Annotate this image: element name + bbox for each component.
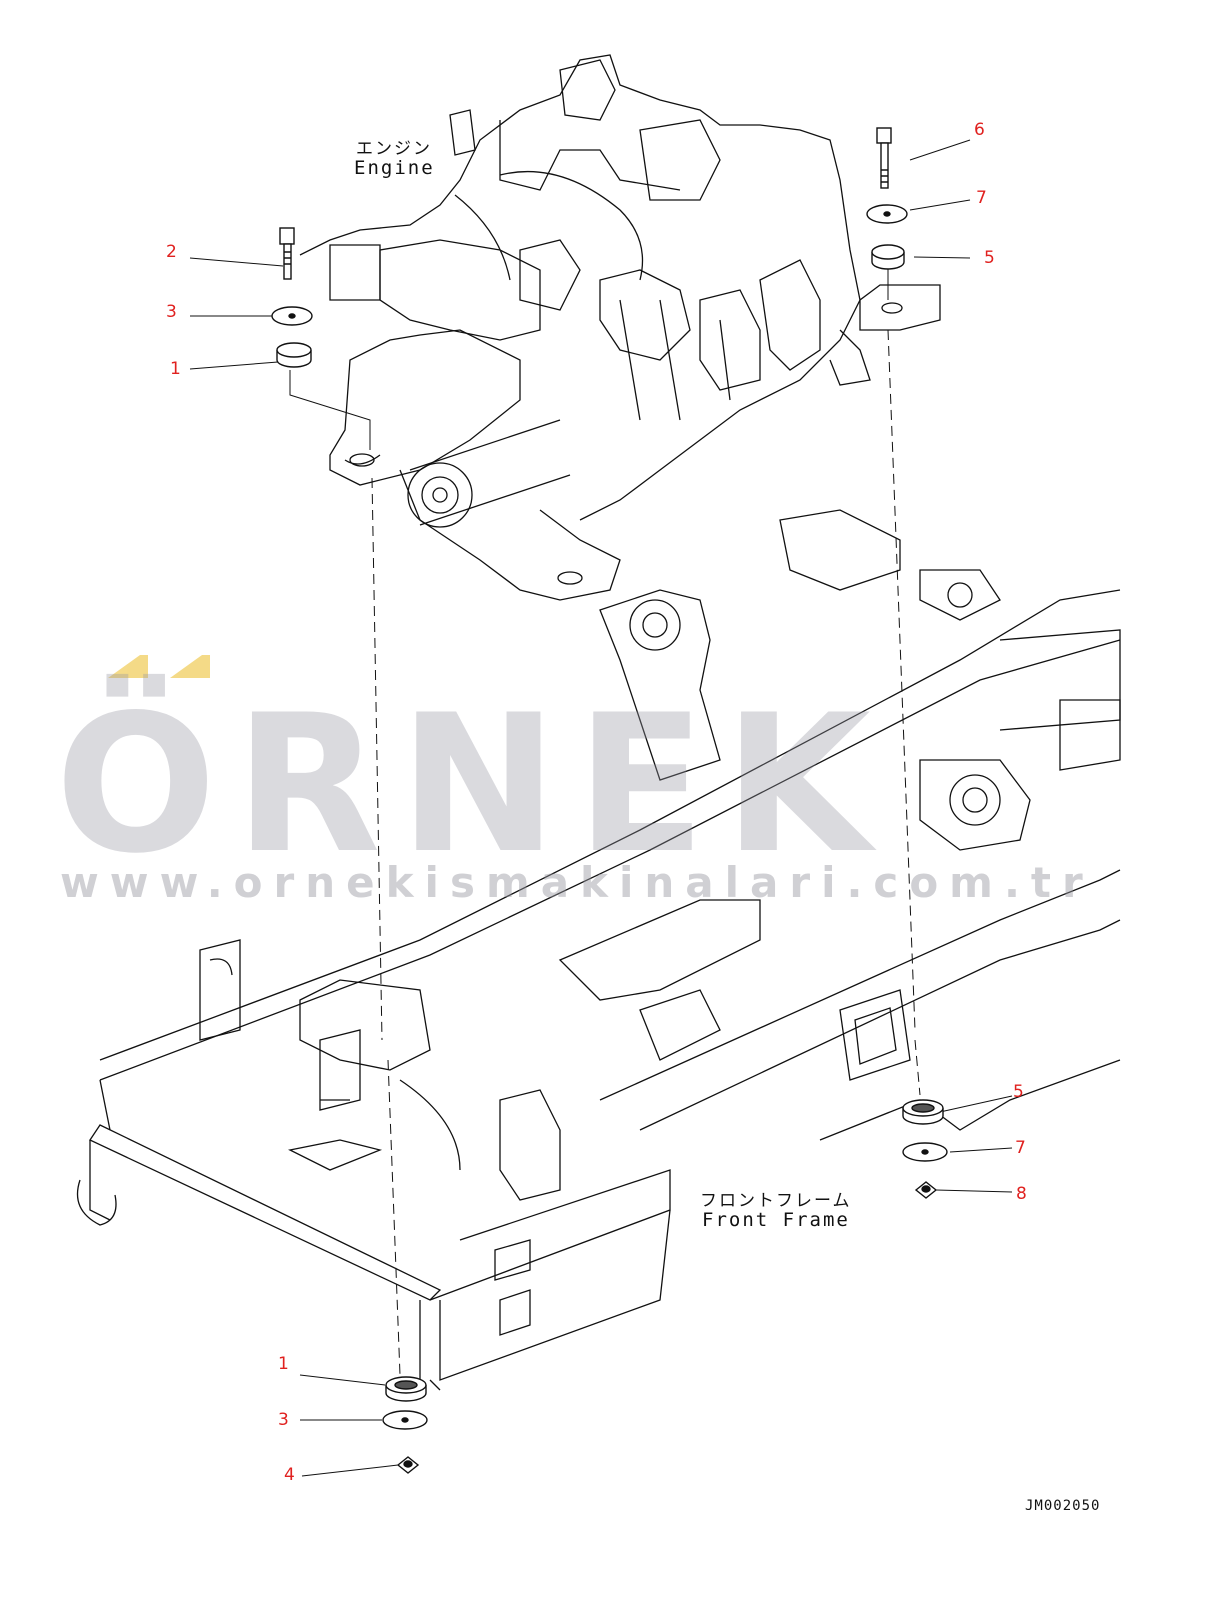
callout-5-top: 5 — [984, 248, 995, 268]
washer-7-bottom — [902, 1142, 948, 1162]
engine-label-jp: エンジン — [356, 139, 432, 159]
callout-5-bottom: 5 — [1013, 1082, 1024, 1102]
callout-1-bottom: 1 — [278, 1354, 289, 1374]
front-frame-drawing — [76, 509, 1121, 1391]
washer-3-top — [271, 306, 313, 326]
washer-7-top — [866, 204, 908, 224]
callout-3-top: 3 — [166, 302, 177, 322]
cushion-1-top — [276, 342, 312, 368]
callout-4: 4 — [284, 1465, 295, 1485]
engine-drawing — [299, 54, 941, 601]
nut-4 — [396, 1456, 420, 1474]
callout-1-top: 1 — [170, 359, 181, 379]
cushion-1-bottom — [385, 1376, 427, 1402]
nut-8 — [914, 1181, 938, 1199]
callout-2: 2 — [166, 242, 177, 262]
callout-6: 6 — [974, 120, 985, 140]
callout-8: 8 — [1016, 1184, 1027, 1204]
drawing-number: JM002050 — [1025, 1498, 1101, 1514]
bolt-6 — [876, 127, 892, 189]
frame-label-en: Front Frame — [702, 1209, 850, 1231]
frame-label-jp: フロントフレーム — [700, 1191, 852, 1211]
washer-3-bottom — [382, 1410, 428, 1430]
watermark-brand: ÖRNEK — [55, 674, 889, 895]
engine-label-en: Engine — [354, 157, 435, 179]
callout-7-top: 7 — [976, 188, 987, 208]
callout-3-bottom: 3 — [278, 1410, 289, 1430]
cushion-5-bottom — [902, 1099, 944, 1125]
bolt-2 — [279, 227, 295, 280]
watermark-accent-marks — [108, 655, 210, 678]
cushion-5-top — [871, 244, 905, 270]
watermark-url: www.ornekismakinalari.com.tr — [60, 858, 1094, 907]
callout-7-bottom: 7 — [1015, 1138, 1026, 1158]
